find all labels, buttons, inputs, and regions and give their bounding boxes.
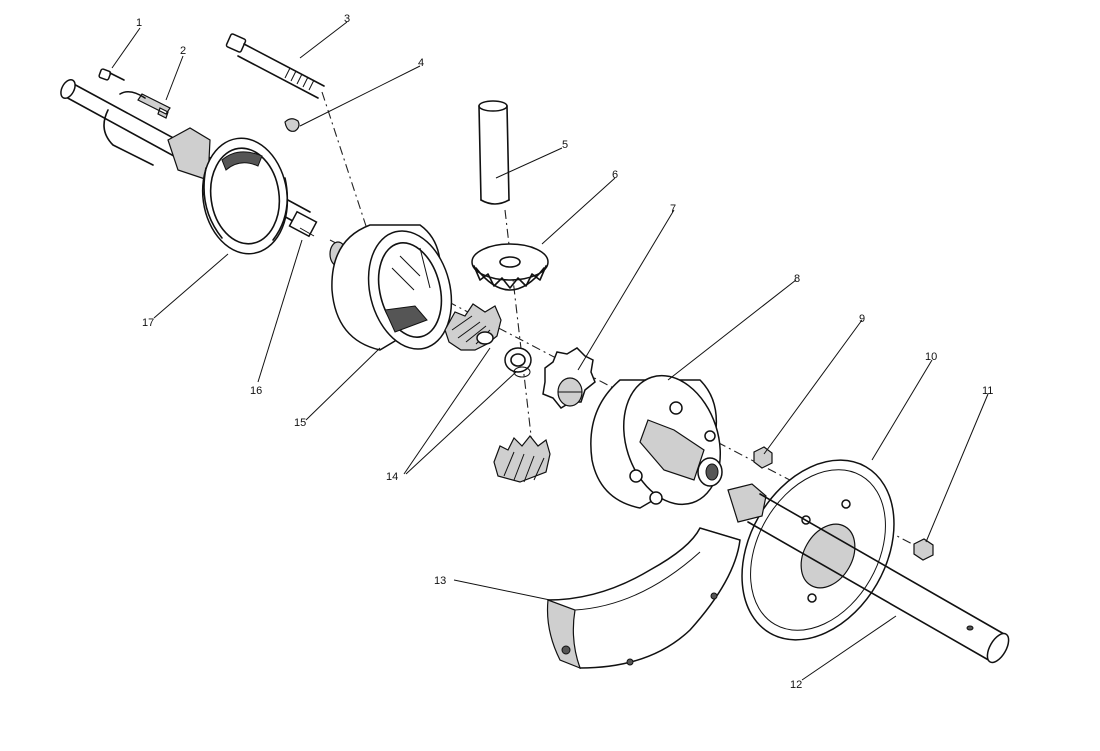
leader-14a [403, 347, 491, 475]
part-3-long-bolt [225, 33, 325, 99]
leader-5 [495, 147, 563, 179]
part-11-nut [913, 538, 934, 561]
leader-17 [153, 253, 229, 319]
part-14-washer [504, 347, 532, 378]
leader-13 [453, 579, 551, 601]
callout-14: 14 [386, 471, 398, 483]
part-17-left-axle-housing [60, 78, 318, 255]
leader-14b [405, 371, 517, 475]
part-15-case-half [329, 224, 453, 351]
leader-15 [305, 347, 381, 421]
part-8-carrier [590, 374, 723, 509]
part-7-gear [542, 347, 596, 409]
leader-10 [871, 359, 933, 461]
leader-7 [577, 209, 675, 371]
part-14-side-gear [444, 303, 502, 351]
leader-8 [667, 279, 797, 381]
part-13-brake-shoe [546, 527, 741, 670]
callout-15: 15 [294, 417, 306, 429]
part-10-brake-disc [741, 459, 895, 641]
callout-2: 2 [180, 45, 186, 57]
callout-13: 13 [434, 575, 446, 587]
leader-1 [111, 27, 141, 69]
callout-11: 11 [982, 385, 993, 397]
part-12-right-axle [727, 483, 1010, 664]
leader-4 [299, 65, 421, 127]
callout-8: 8 [794, 273, 800, 285]
callout-16: 16 [250, 385, 262, 397]
callout-17: 17 [142, 317, 154, 329]
bolt-axis [321, 91, 367, 227]
leader-9 [763, 319, 863, 455]
leader-6 [541, 177, 616, 245]
part-1-screw [98, 68, 125, 81]
callout-12: 12 [790, 679, 802, 691]
part-6-pinion-gear-top [471, 243, 549, 291]
callout-5: 5 [562, 139, 568, 151]
part-4-key [284, 118, 300, 132]
callout-1: 1 [136, 17, 142, 29]
callout-4: 4 [418, 57, 424, 69]
callout-3: 3 [344, 13, 350, 25]
leader-3 [299, 21, 348, 59]
part-14-pinion-gear-bottom [493, 435, 551, 483]
leader-2 [165, 55, 184, 101]
callout-7: 7 [670, 203, 676, 215]
callout-10: 10 [925, 351, 937, 363]
part-16-shaft-end [299, 227, 315, 237]
callout-9: 9 [859, 313, 865, 325]
part-9-nut [753, 446, 773, 469]
leader-16 [257, 239, 303, 383]
leader-11 [925, 393, 989, 543]
leader-12 [801, 615, 897, 681]
callout-6: 6 [612, 169, 618, 181]
part-5-cross-pin [478, 100, 510, 205]
part-2-clamp [137, 93, 171, 119]
